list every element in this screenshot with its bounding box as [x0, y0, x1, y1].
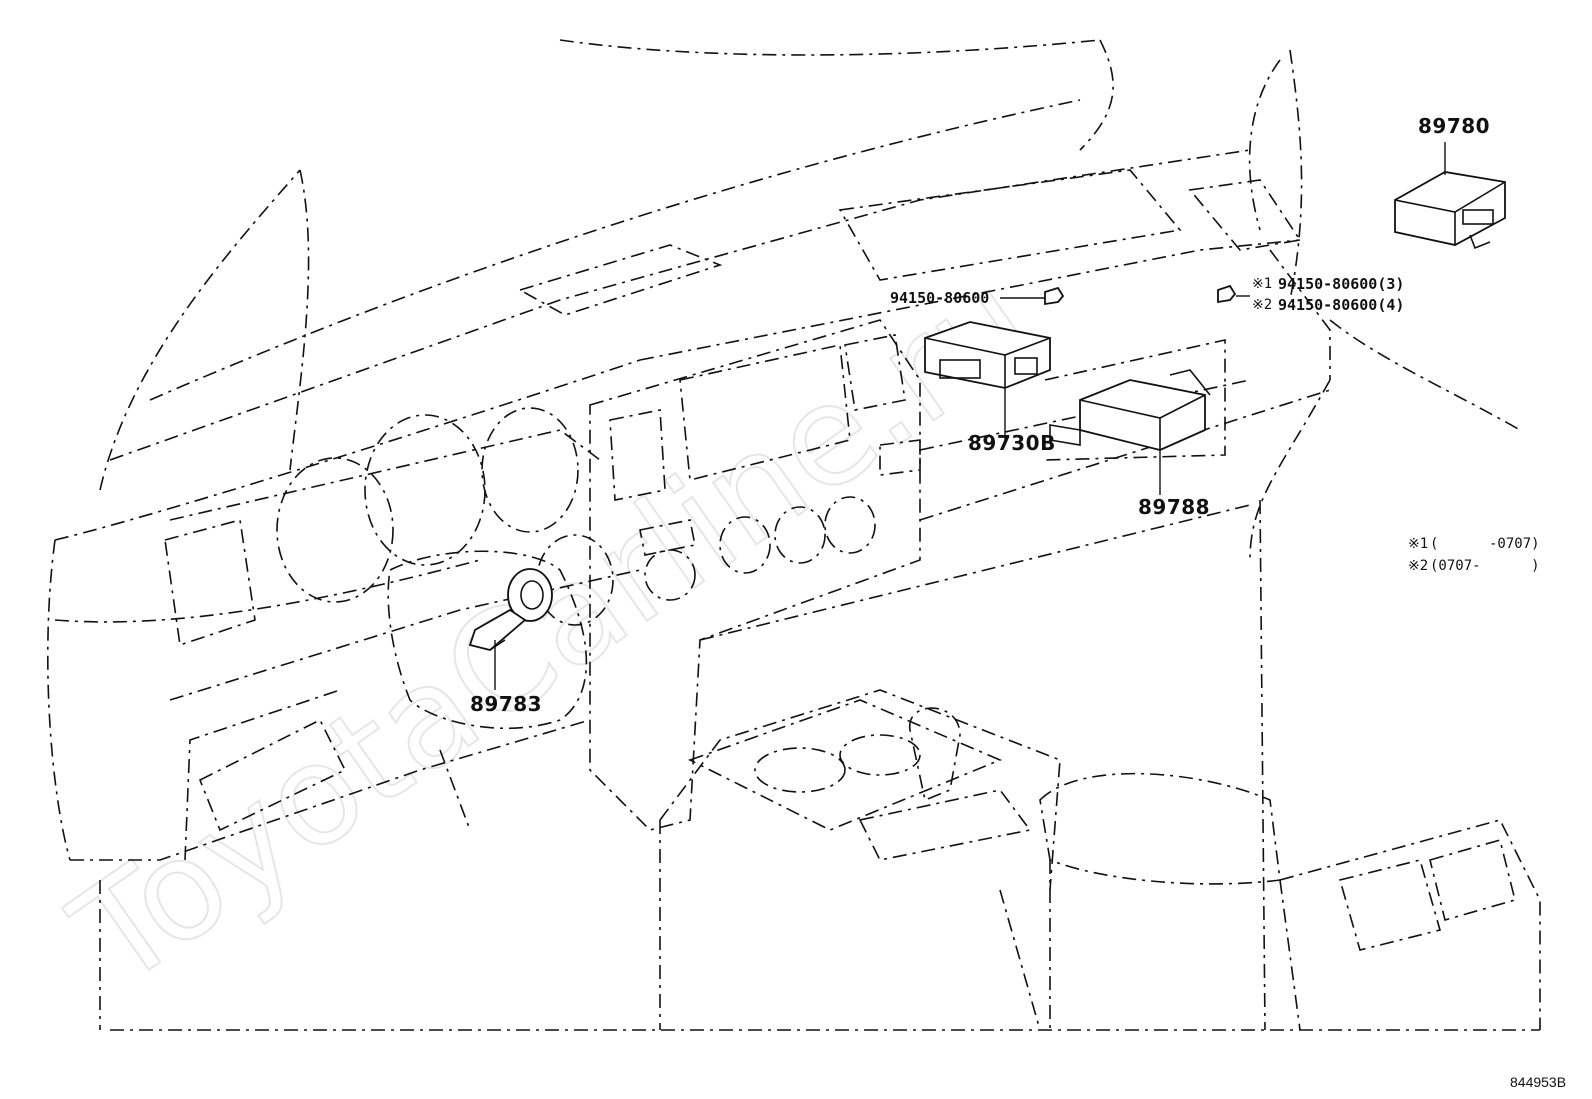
center-stack: [589, 319, 921, 831]
note-mark-2: ※2: [1252, 297, 1272, 313]
center-console: [110, 689, 1541, 1031]
figure-id: 844953B: [1510, 1074, 1566, 1090]
note-2-range: (0707- ): [1430, 558, 1540, 574]
note-1-range: ( -0707): [1430, 536, 1540, 552]
watermark: ToyotaCarline.ru: [46, 240, 1061, 1018]
part-89730b-module: [924, 321, 1051, 389]
note-mark-1: ※1: [1252, 276, 1272, 292]
part-89783-ignition-coil: [468, 568, 553, 651]
label-89783: 89783: [470, 692, 542, 716]
note-2-mark: ※2: [1408, 558, 1428, 574]
label-nut-right-1: 94150-80600(3): [1278, 275, 1404, 293]
part-89780-module: [1394, 171, 1506, 250]
note-1-mark: ※1: [1408, 536, 1428, 552]
nut-right: [1217, 284, 1237, 304]
label-nut-right-2: 94150-80600(4): [1278, 296, 1404, 314]
dashboard-outline: [46, 39, 1521, 1031]
label-89788: 89788: [1138, 495, 1210, 519]
nut-left: [1044, 286, 1065, 306]
part-89788-module: [1044, 339, 1226, 461]
label-89730b: 89730B: [968, 431, 1056, 455]
label-89780: 89780: [1418, 114, 1490, 138]
gauge-cluster: [276, 407, 876, 626]
label-nut-left: 94150-80600: [890, 289, 989, 307]
